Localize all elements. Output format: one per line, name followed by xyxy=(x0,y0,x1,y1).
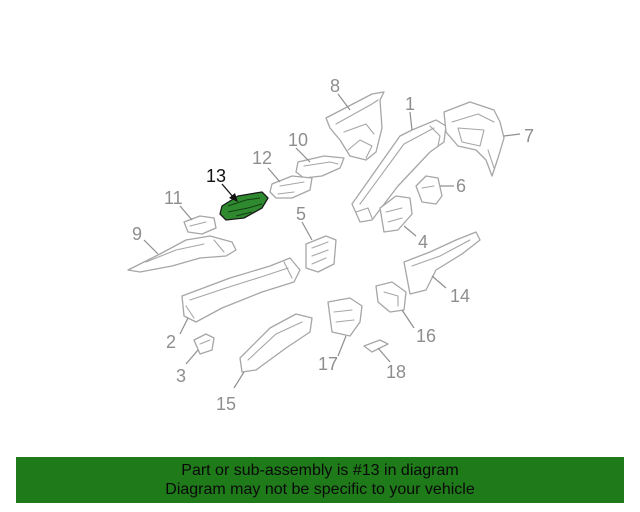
callout-labels: 1 2 3 4 5 6 7 8 9 10 12 11 13 14 15 16 1… xyxy=(132,76,534,414)
part-17-connector xyxy=(327,297,363,337)
callout-6: 6 xyxy=(456,176,466,196)
part-13-highlighted xyxy=(219,191,269,221)
callout-4: 4 xyxy=(418,232,428,252)
callout-18: 18 xyxy=(386,362,406,382)
callout-16: 16 xyxy=(416,326,436,346)
parts-diagram: 1 2 3 4 5 6 7 8 9 10 12 11 13 14 15 16 1… xyxy=(127,76,534,414)
part-16-vent xyxy=(375,281,407,313)
callout-13: 13 xyxy=(206,166,226,186)
banner-line-1: Part or sub-assembly is #13 in diagram xyxy=(181,462,459,479)
callout-7: 7 xyxy=(524,126,534,146)
part-2-duct xyxy=(181,257,301,323)
part-7-vent xyxy=(443,101,505,177)
callout-15: 15 xyxy=(216,394,236,414)
part-9-duct xyxy=(127,235,237,273)
callout-17: 17 xyxy=(318,354,338,374)
part-14-duct xyxy=(403,231,481,295)
part-11-vent xyxy=(183,215,217,235)
callout-11: 11 xyxy=(164,188,183,208)
part-6-nozzle xyxy=(415,175,443,205)
leader-lines xyxy=(143,93,521,389)
info-banner: Part or sub-assembly is #13 in diagram D… xyxy=(16,457,624,503)
callout-14: 14 xyxy=(450,286,470,306)
part-10-bracket xyxy=(295,155,345,179)
callout-3: 3 xyxy=(176,366,186,386)
part-4-nozzle xyxy=(379,195,413,233)
part-18-seal xyxy=(363,339,389,353)
part-8-duct xyxy=(325,91,385,161)
callout-1: 1 xyxy=(405,94,415,114)
callout-8: 8 xyxy=(330,76,340,96)
banner-line-2: Diagram may not be specific to your vehi… xyxy=(165,481,475,498)
callout-5: 5 xyxy=(296,204,306,224)
leader-13-arrow xyxy=(221,183,238,202)
part-1-duct xyxy=(351,119,447,223)
part-15-duct xyxy=(239,313,313,373)
callout-11-12-alt: 12 xyxy=(252,148,272,168)
part-12-connector xyxy=(269,175,313,199)
callout-2: 2 xyxy=(166,332,176,352)
callout-10: 10 xyxy=(288,130,308,150)
part-5-vent xyxy=(305,235,337,273)
part-3-clip xyxy=(193,333,215,355)
callout-9: 9 xyxy=(132,224,142,244)
